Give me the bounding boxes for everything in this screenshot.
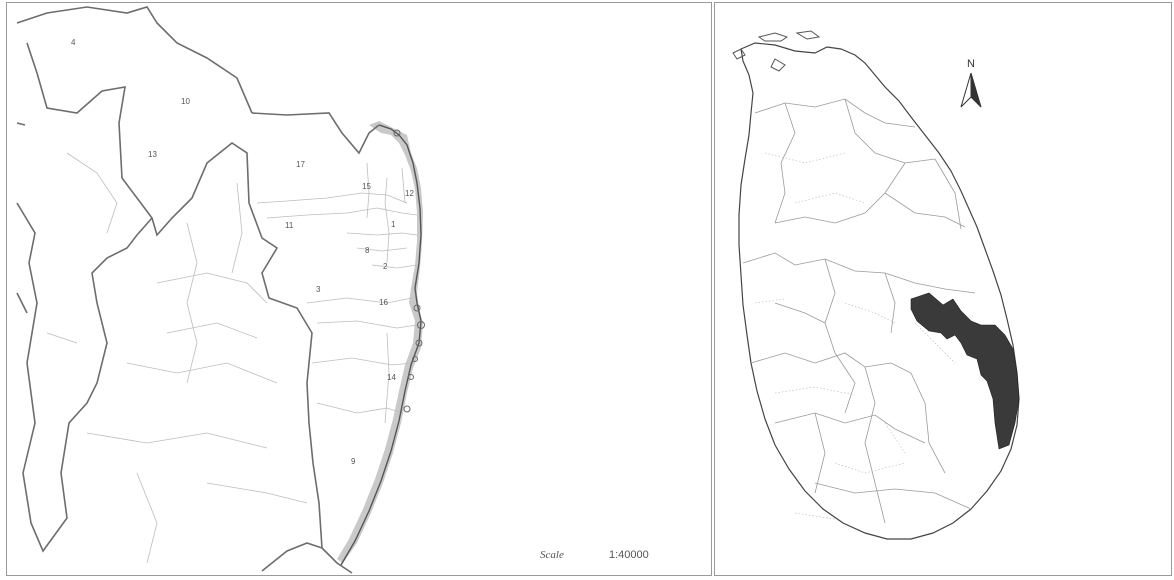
area-label-4: 4 (71, 38, 76, 47)
area-label-17: 17 (296, 160, 305, 169)
area-label-8: 8 (365, 246, 370, 255)
area-label-9: 9 (351, 457, 356, 466)
area-label-2: 2 (383, 262, 388, 271)
scale-value: 1:40000 (609, 549, 649, 561)
study-area-highlight (910, 292, 1020, 450)
detail-map: 4 10 13 17 15 12 11 1 8 2 3 16 14 9 Scal… (16, 6, 649, 574)
lagoon-outlines (393, 129, 425, 413)
area-label-13: 13 (148, 150, 157, 159)
area-label-10: 10 (181, 97, 190, 106)
coastal-buffer (337, 121, 423, 563)
area-label-1: 1 (391, 220, 396, 229)
scale-label: Scale (540, 549, 564, 561)
area-number-labels: 4 10 13 17 15 12 11 1 8 2 3 16 14 9 (71, 38, 414, 466)
detail-map-panel: 4 10 13 17 15 12 11 1 8 2 3 16 14 9 Scal… (6, 2, 712, 576)
subdivision-boundaries (754, 152, 956, 520)
district-boundaries (742, 98, 976, 524)
island-outline (738, 42, 1020, 540)
north-arrow-icon: N (960, 58, 982, 108)
coastline (340, 124, 422, 566)
area-label-12: 12 (405, 189, 414, 198)
north-label: N (967, 58, 975, 70)
northern-islands (732, 30, 821, 72)
area-label-11: 11 (285, 221, 294, 230)
province-boundaries (16, 6, 380, 574)
division-boundaries (46, 152, 418, 564)
overview-map: N (732, 30, 1020, 540)
area-label-14: 14 (387, 373, 396, 382)
area-label-3: 3 (316, 285, 321, 294)
area-label-16: 16 (379, 298, 388, 307)
area-label-15: 15 (362, 182, 371, 191)
overview-map-panel: N (714, 2, 1172, 576)
